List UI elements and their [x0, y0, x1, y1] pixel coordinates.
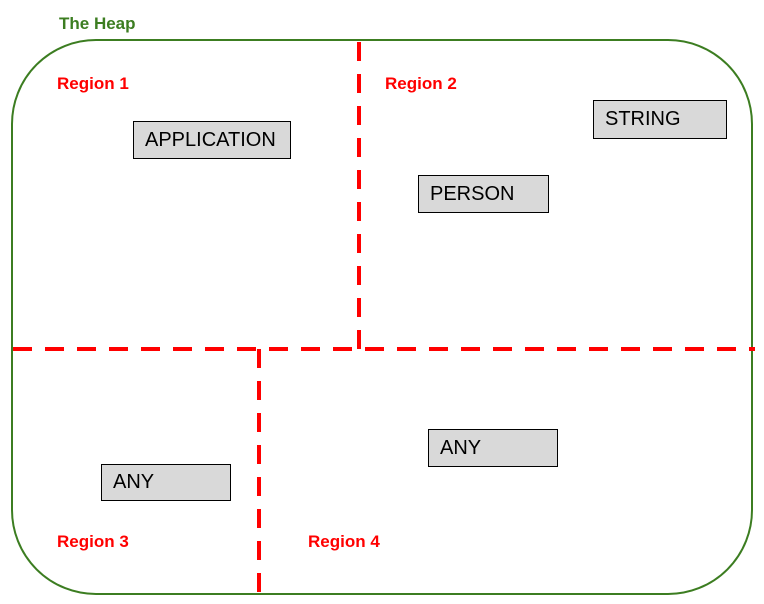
heap-boundary — [11, 39, 753, 595]
string-box: STRING — [593, 100, 727, 139]
string-box-label: STRING — [605, 108, 681, 130]
any-box-region-3-label: ANY — [113, 471, 155, 493]
region-1-label: Region 1 — [57, 74, 129, 93]
person-box-label: PERSON — [430, 182, 515, 205]
person-box: PERSON — [418, 175, 549, 213]
application-box-label: APPLICATION — [145, 128, 276, 151]
region-3-label: Region 3 — [57, 532, 129, 551]
heap-title: The Heap — [59, 14, 136, 33]
application-box: APPLICATION — [133, 121, 291, 159]
region-2-label: Region 2 — [385, 74, 457, 93]
any-box-region-4-label: ANY — [440, 436, 482, 459]
any-box-region-3: ANY — [101, 464, 231, 501]
any-box-region-4: ANY — [428, 429, 558, 467]
region-4-label: Region 4 — [308, 532, 380, 551]
